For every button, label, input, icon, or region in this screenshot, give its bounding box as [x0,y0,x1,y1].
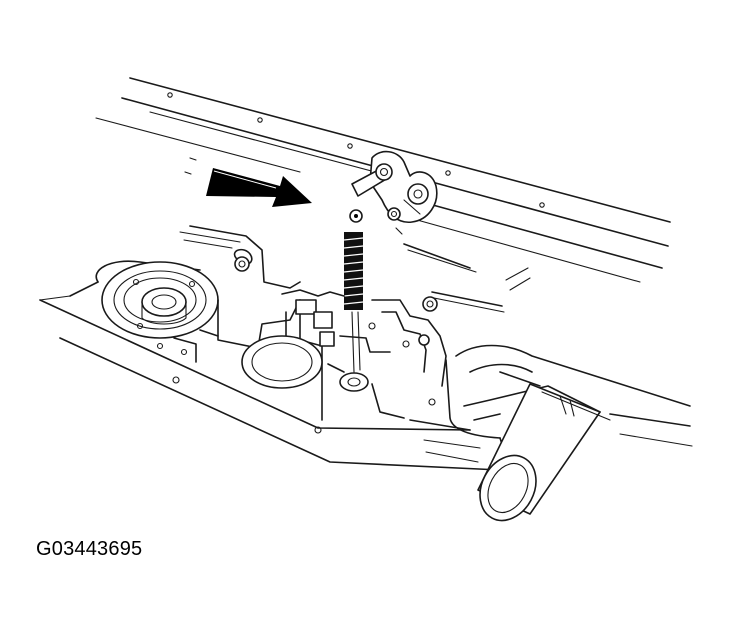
check-ball [349,209,363,223]
filter-cylinder [477,383,611,522]
guide-marks [403,243,531,313]
valve-passages [156,248,447,421]
transmission-case-edges [95,77,671,283]
detent-bracket [351,150,438,235]
round-bore [241,335,405,419]
arrow-icon [206,168,312,207]
figure-code: G03443695 [36,538,143,560]
case-lower-right [609,413,693,447]
spring-icon [343,232,364,373]
valve-body-plate [39,225,501,471]
accumulator-bore [101,261,219,339]
oil-tube [409,344,691,501]
